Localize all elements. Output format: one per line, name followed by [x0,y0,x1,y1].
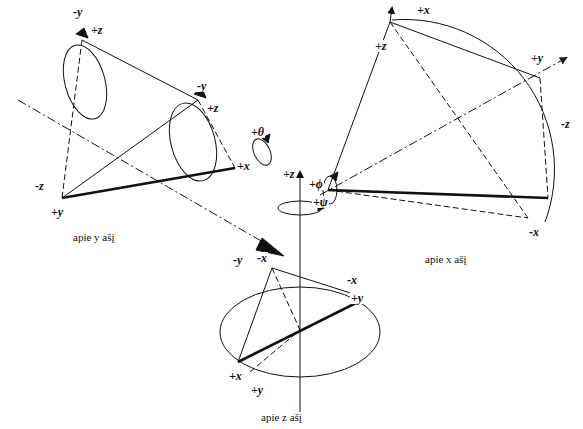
axis-label: +z [90,24,104,36]
axis-label: +ϕ [308,178,324,190]
axis-label: -x [528,226,540,238]
figure-caption: apie x ašį [424,254,468,265]
axis-label: +x [416,4,431,16]
axis-label: +z [282,168,296,180]
axis-label: -z [34,180,45,192]
axis-label: +z [206,102,220,114]
figure-caption: apie y ašį [72,232,116,243]
axis-label: -y [232,254,243,266]
axis-label: -y [72,6,83,18]
axis-label: +z [374,40,388,52]
axis-label: +y [350,292,364,304]
axis-label: +y [250,384,264,396]
axis-label: -x [256,252,268,264]
axis-label: -x [346,274,358,286]
figure-caption: apie z ašį [260,412,303,423]
axis-label: +θ [250,126,265,138]
axis-label: +x [228,370,243,382]
axis-label: +y [530,52,544,64]
axis-label: -y [196,80,207,92]
axis-label: +y [50,206,64,218]
axis-label: +ψ [312,196,329,208]
axis-label: +x [236,160,251,172]
axis-label: -z [560,118,571,130]
